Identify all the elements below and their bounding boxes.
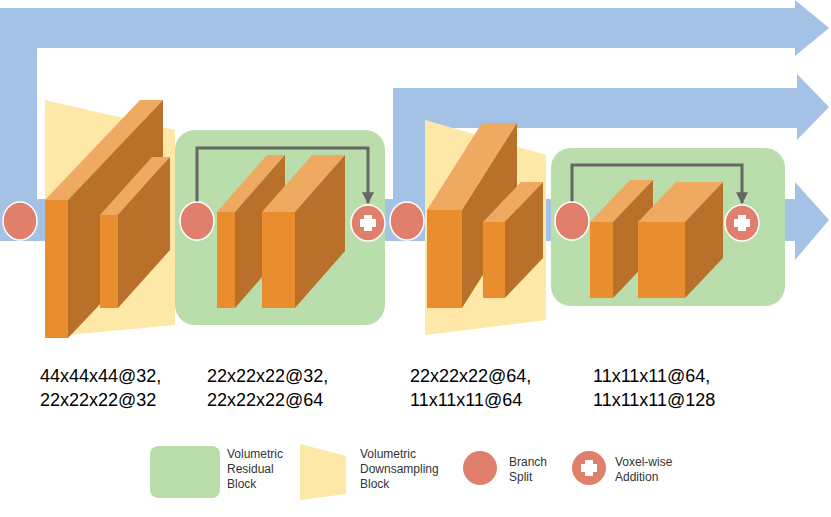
branch-split bbox=[3, 202, 37, 240]
legend-label: Volumetric Residual Block bbox=[227, 447, 293, 492]
downsampling-block bbox=[425, 120, 546, 335]
voxel-addition bbox=[725, 205, 759, 241]
legend-label: Voxel-wise Addition bbox=[615, 455, 685, 485]
legend-swatch bbox=[571, 450, 607, 486]
legend-swatch bbox=[150, 446, 220, 498]
legend-swatch bbox=[300, 444, 346, 500]
legend-symbol bbox=[571, 450, 607, 486]
downsampling-block bbox=[45, 100, 175, 337]
legend-symbol bbox=[300, 444, 346, 500]
legend-symbol bbox=[150, 446, 220, 498]
feature-map-box bbox=[262, 155, 345, 308]
tensor-size-label: 22x22x22@64, 11x11x11@64 bbox=[410, 364, 545, 412]
residual-block bbox=[551, 148, 785, 306]
branch-split bbox=[180, 202, 214, 240]
legend-label: Volumetric Downsampling Block bbox=[360, 447, 448, 492]
residual-block bbox=[175, 130, 385, 325]
legend-symbol bbox=[462, 450, 498, 486]
feature-maps bbox=[45, 100, 723, 338]
branch-split bbox=[555, 202, 589, 240]
branch-split bbox=[390, 202, 424, 240]
legend-label: Branch Split bbox=[509, 455, 555, 485]
residual-shortcut bbox=[197, 148, 368, 203]
feature-map-box bbox=[638, 182, 723, 298]
legend-swatch bbox=[462, 450, 498, 486]
tensor-size-label: 22x22x22@32, 22x22x22@64 bbox=[207, 364, 342, 412]
residual-shortcut bbox=[572, 165, 742, 203]
feature-map-box bbox=[483, 182, 543, 298]
tensor-size-label: 11x11x11@64, 11x11x11@128 bbox=[593, 364, 728, 412]
feature-map-box bbox=[100, 157, 170, 308]
tensor-size-label: 44x44x44@32, 22x22x22@32 bbox=[40, 364, 175, 412]
voxel-addition bbox=[351, 205, 385, 241]
